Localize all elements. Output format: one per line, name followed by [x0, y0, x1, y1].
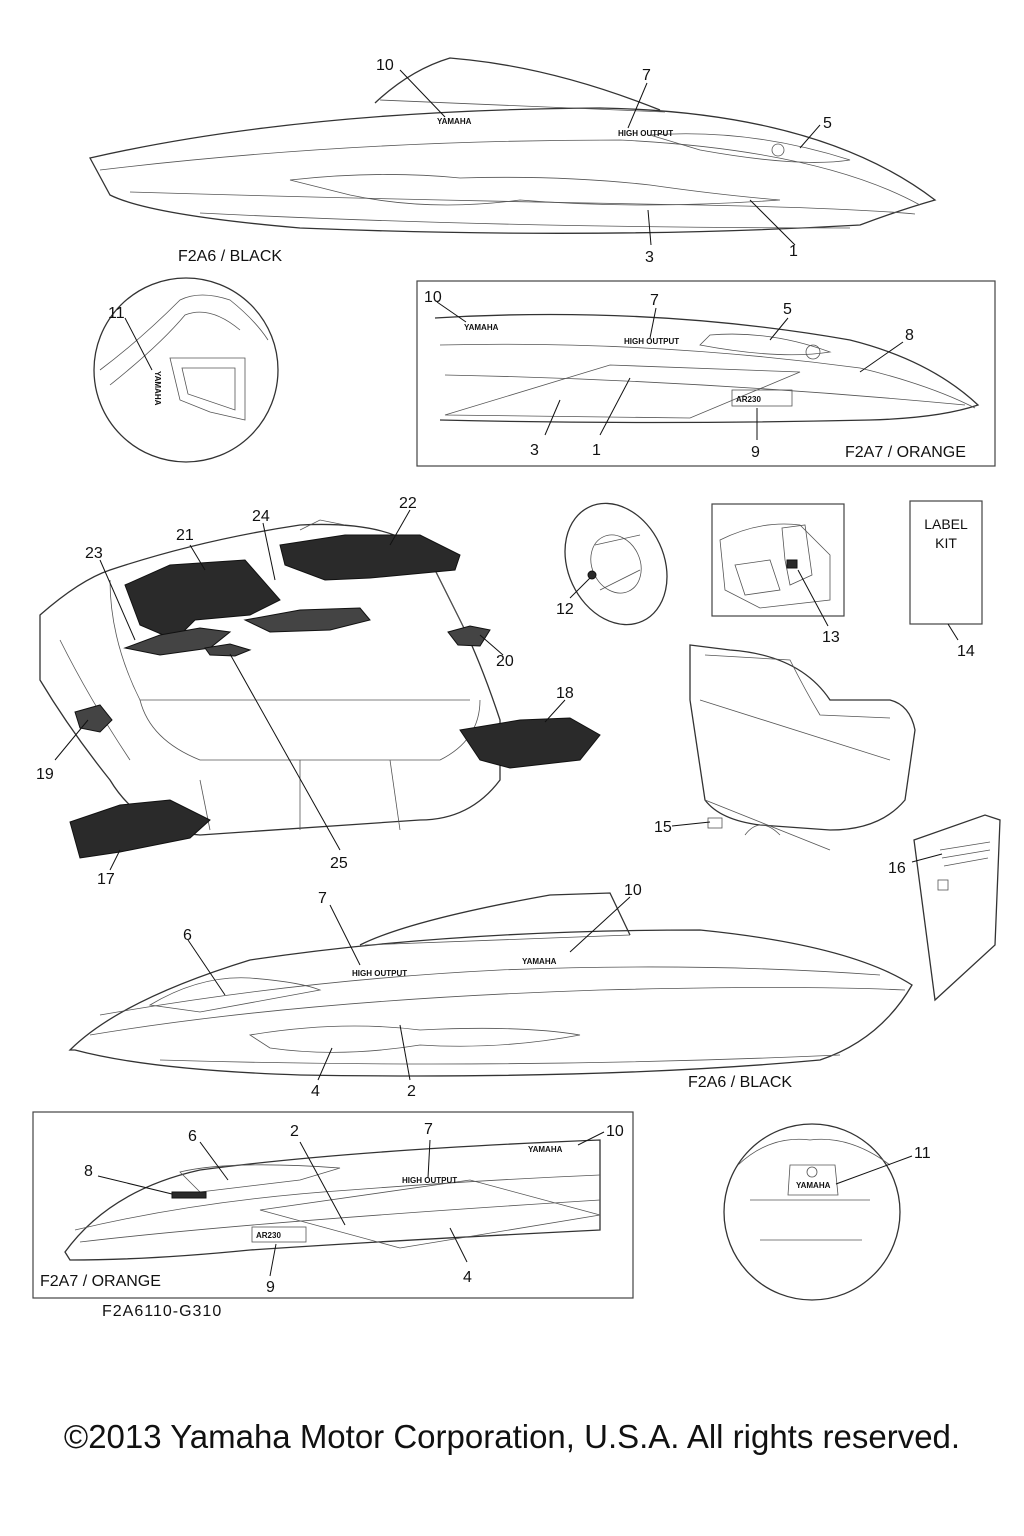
callout-12: 12 — [556, 601, 574, 618]
model-decal: AR230 — [736, 395, 761, 404]
detail-circle-stern: YAMAHA 11 — [723, 1123, 931, 1301]
callout-10-orange: 10 — [424, 289, 442, 306]
callout-10-mid: 10 — [624, 882, 642, 899]
callout-5-orange: 5 — [783, 301, 792, 318]
callout-7: 7 — [642, 67, 651, 84]
callouts-top-black: 10 7 5 3 1 F2A6 / BLACK — [178, 57, 832, 266]
callout-9-bottom: 9 — [266, 1279, 275, 1296]
callout-4-bottom: 4 — [463, 1269, 472, 1286]
yamaha-decal: YAMAHA — [437, 117, 472, 126]
callout-23: 23 — [85, 545, 103, 562]
callout-4-mid: 4 — [311, 1083, 320, 1100]
callout-3-orange: 3 — [530, 442, 539, 459]
yamaha-decal-mid: YAMAHA — [522, 957, 557, 966]
callout-1: 1 — [789, 243, 798, 260]
callout-10: 10 — [376, 57, 394, 74]
callout-8-bottom: 8 — [84, 1163, 93, 1180]
boat-side-black-top: YAMAHA HIGH OUTPUT — [89, 57, 937, 234]
callout-9-orange: 9 — [751, 444, 760, 461]
callout-24: 24 — [252, 508, 270, 525]
variant-box-orange-bottom: AR230 YAMAHA HIGH OUTPUT 6 2 7 10 8 9 4 … — [32, 1111, 634, 1299]
variant-label-black-mid: F2A6 / BLACK — [688, 1074, 792, 1091]
mat-19 — [74, 704, 113, 733]
stern-panel-15: 15 — [654, 644, 916, 851]
high-output-decal-mid: HIGH OUTPUT — [352, 969, 407, 978]
callout-8-orange: 8 — [905, 327, 914, 344]
variant-label-orange-top: F2A7 / ORANGE — [845, 444, 966, 461]
label-kit-box: LABEL KIT 14 — [909, 500, 983, 660]
label-kit-line2: KIT — [935, 535, 957, 551]
mat-21 — [124, 559, 281, 641]
yamaha-decal-bow: YAMAHA — [153, 371, 162, 406]
variant-label-orange-bottom: F2A7 / ORANGE — [40, 1273, 161, 1290]
callout-11: 11 — [108, 305, 125, 322]
callout-25: 25 — [330, 855, 348, 872]
callout-14: 14 — [957, 643, 975, 660]
callout-18: 18 — [556, 685, 574, 702]
callout-7-mid: 7 — [318, 890, 327, 907]
variant-box-orange-top: AR230 YAMAHA HIGH OUTPUT 10 7 5 8 3 1 9 … — [416, 280, 996, 467]
yamaha-decal-orange: YAMAHA — [464, 323, 499, 332]
variant-label-black: F2A6 / BLACK — [178, 248, 282, 265]
callout-2-bottom: 2 — [290, 1123, 299, 1140]
steering-wheel-detail: 12 — [556, 502, 668, 626]
callout-10-bottom: 10 — [606, 1123, 624, 1140]
mat-25 — [204, 643, 252, 657]
mat-20 — [447, 625, 491, 647]
callout-5: 5 — [823, 115, 832, 132]
callout-2-mid: 2 — [407, 1083, 416, 1100]
side-panel-16: 16 — [888, 814, 1001, 1002]
callout-7-bottom: 7 — [424, 1121, 433, 1138]
detail-box-13: 13 — [711, 503, 845, 646]
boat-side-black-mid: YAMAHA HIGH OUTPUT 7 10 6 4 2 F2A6 / BLA… — [68, 882, 913, 1100]
callout-3: 3 — [645, 249, 654, 266]
callout-15: 15 — [654, 819, 672, 836]
mat-24 — [243, 607, 371, 633]
high-output-decal: HIGH OUTPUT — [618, 129, 673, 138]
callout-6-mid: 6 — [183, 927, 192, 944]
callout-19: 19 — [36, 766, 54, 783]
detail-circle-bow: YAMAHA 11 — [93, 277, 279, 463]
drawing-code: F2A6110-G310 — [102, 1303, 222, 1320]
callout-17: 17 — [97, 871, 115, 888]
yamaha-decal-stern: YAMAHA — [796, 1181, 831, 1190]
mat-23 — [123, 627, 232, 656]
mat-22 — [279, 534, 461, 581]
high-output-decal-bottom: HIGH OUTPUT — [402, 1176, 457, 1185]
callout-7-orange: 7 — [650, 292, 659, 309]
callout-21: 21 — [176, 527, 194, 544]
cockpit-mats-view: 22 24 21 23 20 18 19 25 17 — [36, 495, 601, 888]
label-kit-line1: LABEL — [924, 516, 968, 532]
mat-18 — [459, 717, 601, 769]
mat-17 — [69, 799, 211, 859]
yamaha-decal-bottom: YAMAHA — [528, 1145, 563, 1154]
callout-16: 16 — [888, 860, 906, 877]
callout-20: 20 — [496, 653, 514, 670]
copyright-notice: ©2013 Yamaha Motor Corporation, U.S.A. A… — [63, 1418, 961, 1455]
high-output-decal-orange: HIGH OUTPUT — [624, 337, 679, 346]
callout-11-stern: 11 — [914, 1145, 931, 1162]
model-decal-bottom: AR230 — [256, 1231, 281, 1240]
callout-1-orange: 1 — [592, 442, 601, 459]
callout-22: 22 — [399, 495, 417, 512]
callout-6-bottom: 6 — [188, 1128, 197, 1145]
callout-13: 13 — [822, 629, 840, 646]
